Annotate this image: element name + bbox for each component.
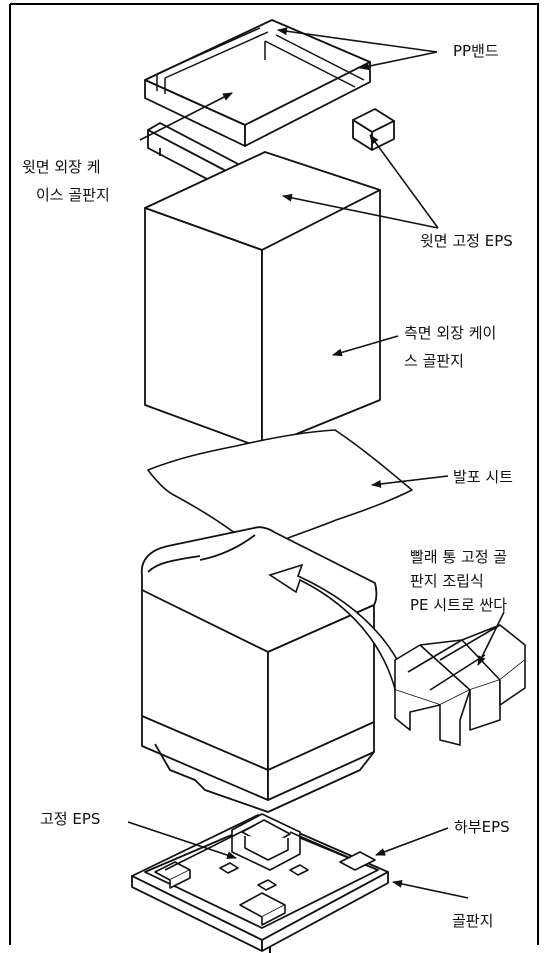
label-tub-fix-line2: 판지 조립식 (410, 572, 484, 590)
tub-fix-cardboard (394, 624, 526, 746)
label-tub-fix-line3: PE 시트로 싼다 (410, 596, 508, 614)
label-top-fix-eps: 윗면 고정 EPS (420, 232, 513, 250)
label-side-case-line2: 스 골판지 (404, 352, 464, 370)
pp-band (156, 27, 365, 94)
side-case-box (144, 151, 381, 449)
label-corrugated: 골판지 (452, 912, 494, 930)
foam-sheet (147, 429, 413, 553)
label-side-case-line1: 측면 외장 케이 (404, 324, 497, 342)
label-top-case-line1: 윗면 외장 케 (22, 158, 101, 176)
label-tub-fix-line1: 빨래 통 고정 골 (410, 548, 508, 566)
washer-body (140, 526, 378, 813)
label-bottom-eps: 하부EPS (454, 818, 510, 836)
label-top-case-line2: 이스 골판지 (36, 186, 110, 204)
top-fix-eps-right (352, 108, 395, 151)
label-fix-eps: 고정 EPS (40, 810, 101, 828)
leader-arrows (127, 27, 505, 899)
top-case-board (144, 19, 371, 147)
label-pp-band: PP밴드 (453, 42, 499, 60)
label-foam-sheet: 발포 시트 (453, 468, 513, 486)
